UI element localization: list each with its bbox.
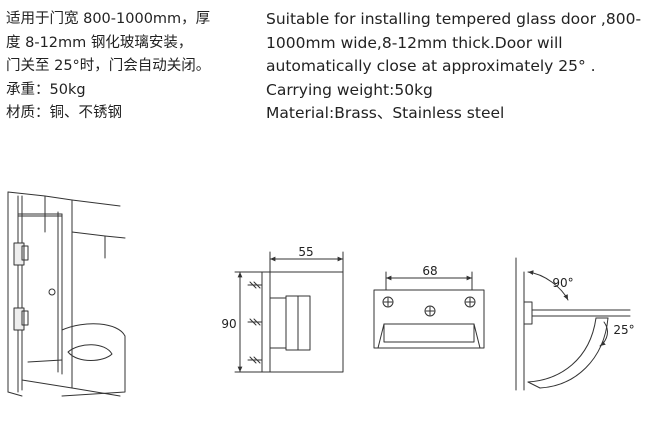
en-line-3: automatically close at approximately 25°…	[266, 57, 596, 75]
hinge-top-view	[373, 271, 485, 349]
cn-line-2: 度 8-12mm 钢化玻璃安装，	[6, 34, 193, 51]
cn-line-5: 材质：铜、不锈钢	[6, 105, 122, 121]
english-spec-text: Suitable for installing tempered glass d…	[266, 8, 651, 126]
height-90-label: 90	[221, 317, 236, 331]
width-55-label: 55	[298, 245, 313, 259]
en-line-5: Material:Brass、Stainless steel	[266, 104, 505, 122]
en-line-2: 1000mm wide,8-12mm thick.Door will	[266, 33, 563, 52]
cn-line-3: 门关至 25°时，门会自动关闭。	[6, 58, 211, 74]
hinge-angle-diagram	[515, 257, 631, 391]
angle-90-label: 90°	[552, 276, 573, 290]
chinese-spec-text: 适用于门宽 800-1000mm，厚 度 8-12mm 钢化玻璃安装， 门关至 …	[6, 8, 256, 126]
en-line-4: Carrying weight:50kg	[266, 80, 433, 99]
en-line-1: Suitable for installing tempered glass d…	[266, 10, 642, 28]
cn-line-4: 承重：50kg	[6, 81, 86, 98]
width-68-label: 68	[422, 264, 437, 278]
angle-25-label: 25°	[613, 323, 634, 337]
shower-room-illustration	[7, 191, 126, 397]
cn-line-1: 适用于门宽 800-1000mm，厚	[6, 11, 211, 27]
hinge-side-view	[234, 251, 344, 373]
